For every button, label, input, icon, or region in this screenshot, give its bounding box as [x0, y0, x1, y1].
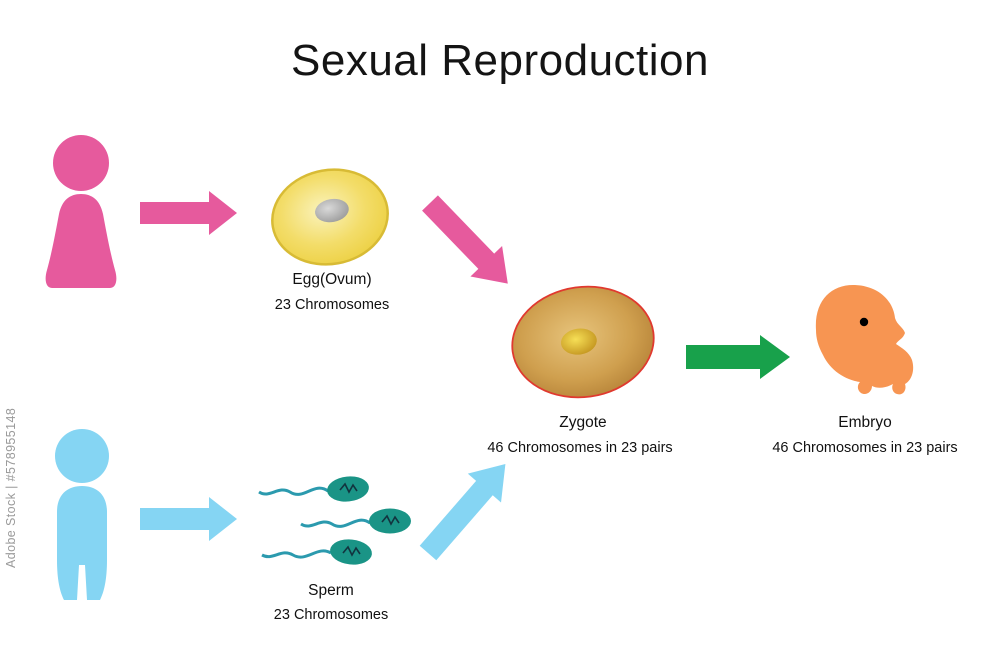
diagram-title: Sexual Reproduction — [291, 36, 709, 85]
embryo-eye — [859, 317, 869, 327]
zygote-cell — [511, 285, 655, 399]
sperm-label: Sperm — [308, 582, 354, 599]
arrow-male-to-sperm — [140, 497, 237, 541]
zygote-nucleus — [560, 328, 597, 355]
sperm-cell — [258, 476, 369, 502]
egg-cell — [271, 168, 389, 266]
embryo-figure — [815, 284, 914, 395]
sperm-tail — [261, 549, 332, 559]
female-head — [53, 135, 109, 191]
male-figure — [55, 429, 109, 600]
embryo-chromosomes: 46 Chromosomes in 23 pairs — [772, 440, 958, 456]
egg-label: Egg(Ovum) — [292, 271, 372, 288]
sperm-tail — [300, 518, 371, 528]
zygote-label: Zygote — [559, 414, 607, 431]
embryo-body — [815, 284, 914, 395]
male-body — [57, 486, 107, 600]
sperm-tail — [258, 486, 329, 496]
sperm-cells — [258, 476, 411, 565]
arrow-zygote-to-embryo — [686, 335, 790, 379]
female-figure — [45, 135, 117, 288]
egg-nucleus — [315, 198, 349, 223]
male-head — [55, 429, 109, 483]
sperm-dna-squiggle — [381, 514, 400, 526]
zygote-chromosomes: 46 Chromosomes in 23 pairs — [487, 440, 673, 456]
sperm-cell — [261, 539, 372, 565]
sperm-dna-squiggle — [339, 482, 358, 494]
sperm-cell — [300, 508, 411, 534]
stock-watermark: Adobe Stock | #578955148 — [4, 407, 18, 568]
sperm-dna-squiggle — [342, 545, 361, 557]
egg-chromosomes: 23 Chromosomes — [274, 297, 390, 313]
arrow-sperm-to-zygote — [419, 463, 506, 561]
embryo-label: Embryo — [838, 414, 892, 431]
arrow-female-to-egg — [140, 191, 237, 235]
sperm-chromosomes: 23 Chromosomes — [273, 607, 389, 623]
arrow-egg-to-zygote — [422, 195, 508, 284]
female-body — [45, 194, 117, 288]
